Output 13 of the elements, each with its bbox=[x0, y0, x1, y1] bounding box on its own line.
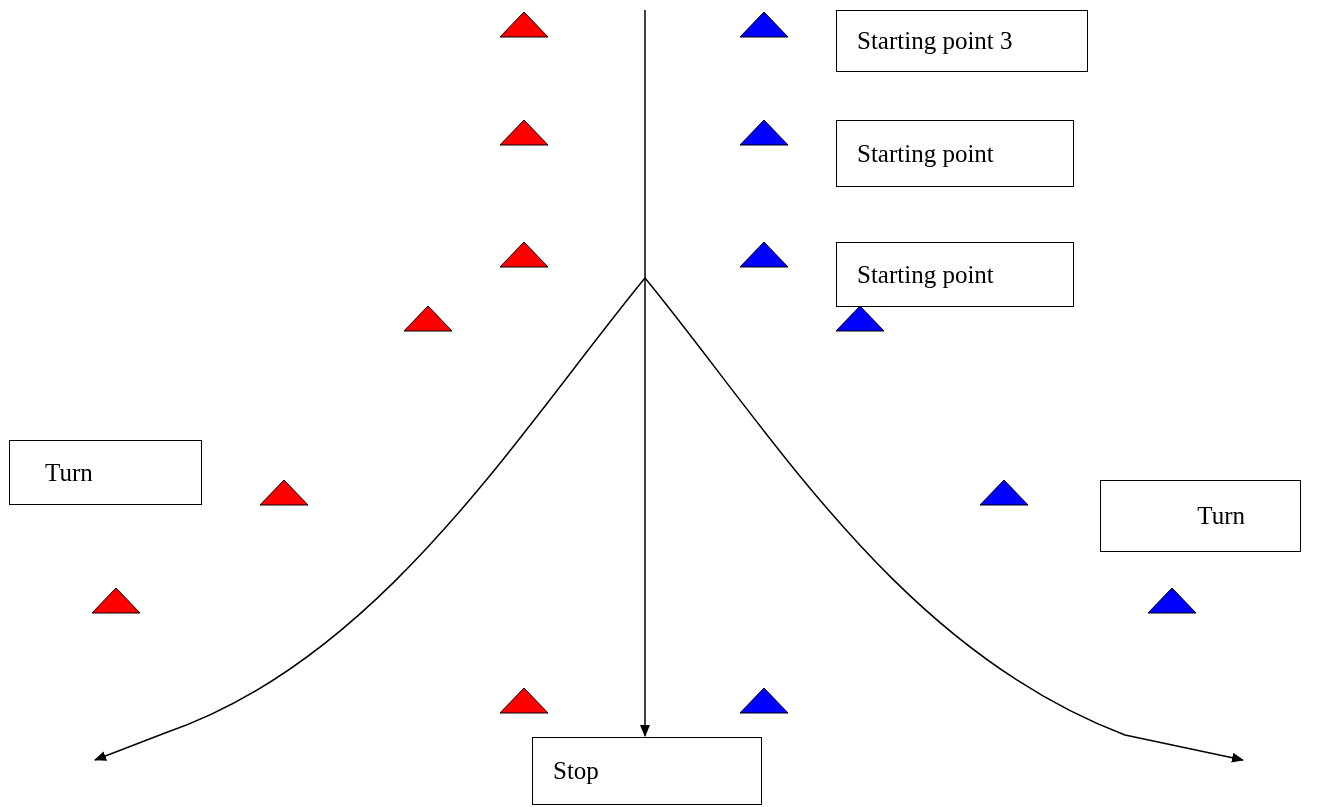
text-box bbox=[836, 10, 1088, 72]
box-label: Starting point bbox=[857, 139, 994, 168]
box-label: Starting point 3 bbox=[857, 27, 1013, 55]
box-label: Turn bbox=[1197, 502, 1245, 530]
arrow bbox=[640, 9, 650, 737]
text-box bbox=[9, 440, 202, 505]
text-box bbox=[836, 120, 1074, 187]
box-label: Starting point bbox=[857, 260, 994, 289]
text-box bbox=[532, 737, 762, 805]
box-label: Turn bbox=[45, 458, 93, 487]
box-label: Stop bbox=[553, 757, 599, 785]
text-box bbox=[1100, 480, 1301, 552]
text-box bbox=[836, 242, 1074, 307]
